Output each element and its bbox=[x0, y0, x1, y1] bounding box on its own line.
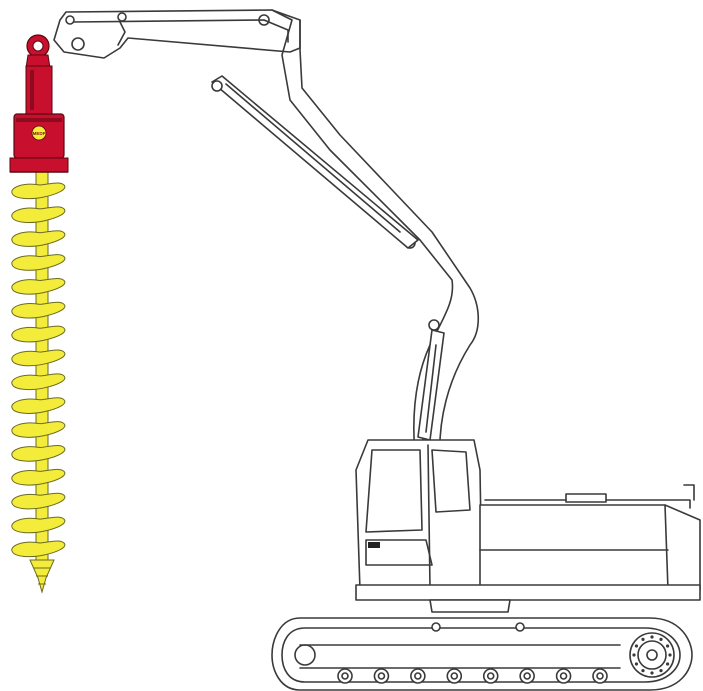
cab-front-window bbox=[365, 449, 423, 533]
drive-badge-label: MEDF bbox=[33, 131, 46, 136]
drive-badge-icon bbox=[31, 125, 47, 141]
boom bbox=[258, 9, 480, 461]
track-roller bbox=[482, 668, 499, 684]
track-roller bbox=[555, 668, 572, 684]
stick-cylinder-pin bbox=[211, 80, 223, 92]
drive-motor bbox=[25, 65, 53, 115]
auger-flight bbox=[11, 325, 66, 343]
track-rollers bbox=[337, 668, 608, 684]
auger-flight bbox=[11, 230, 66, 247]
track-roller bbox=[410, 668, 426, 684]
stick-pin bbox=[117, 12, 127, 22]
auger-flight bbox=[11, 468, 66, 486]
auger-flight bbox=[11, 421, 66, 438]
cab bbox=[355, 439, 483, 591]
sprocket bbox=[629, 632, 675, 678]
auger-flight bbox=[11, 301, 66, 319]
stick-linkage-pin bbox=[71, 37, 85, 51]
auger-flight bbox=[11, 254, 66, 271]
track-roller bbox=[337, 668, 353, 684]
engine-housing bbox=[479, 484, 701, 591]
track-roller bbox=[446, 668, 463, 684]
track-roller bbox=[519, 668, 535, 684]
auger-drive-unit: MEDF bbox=[9, 34, 69, 173]
upper-frame bbox=[355, 584, 701, 613]
stick-cylinder bbox=[211, 75, 419, 249]
auger-flight bbox=[11, 206, 66, 224]
auger-flight bbox=[11, 492, 66, 510]
idler bbox=[294, 644, 316, 666]
boom-cylinder-pin bbox=[428, 319, 440, 331]
auger-flight bbox=[11, 277, 66, 295]
auger-flight bbox=[11, 516, 66, 534]
crawler-track bbox=[271, 617, 693, 691]
auger-flight bbox=[11, 397, 66, 414]
drive-flange bbox=[9, 157, 69, 173]
auger-flight bbox=[11, 445, 66, 462]
auger-flight bbox=[11, 540, 66, 558]
boom-cylinder bbox=[417, 329, 445, 441]
cab-vent bbox=[368, 542, 380, 548]
cab-side-window bbox=[431, 449, 471, 513]
auger-flight bbox=[11, 182, 66, 200]
auger-flighting bbox=[11, 171, 66, 594]
swing-bearing bbox=[429, 599, 511, 613]
stick-tip-pin bbox=[65, 15, 75, 25]
auger-flight bbox=[11, 373, 66, 391]
track-roller bbox=[592, 668, 608, 684]
stick-arm bbox=[53, 9, 301, 59]
track-roller bbox=[373, 668, 390, 684]
auger-flight bbox=[11, 349, 66, 367]
